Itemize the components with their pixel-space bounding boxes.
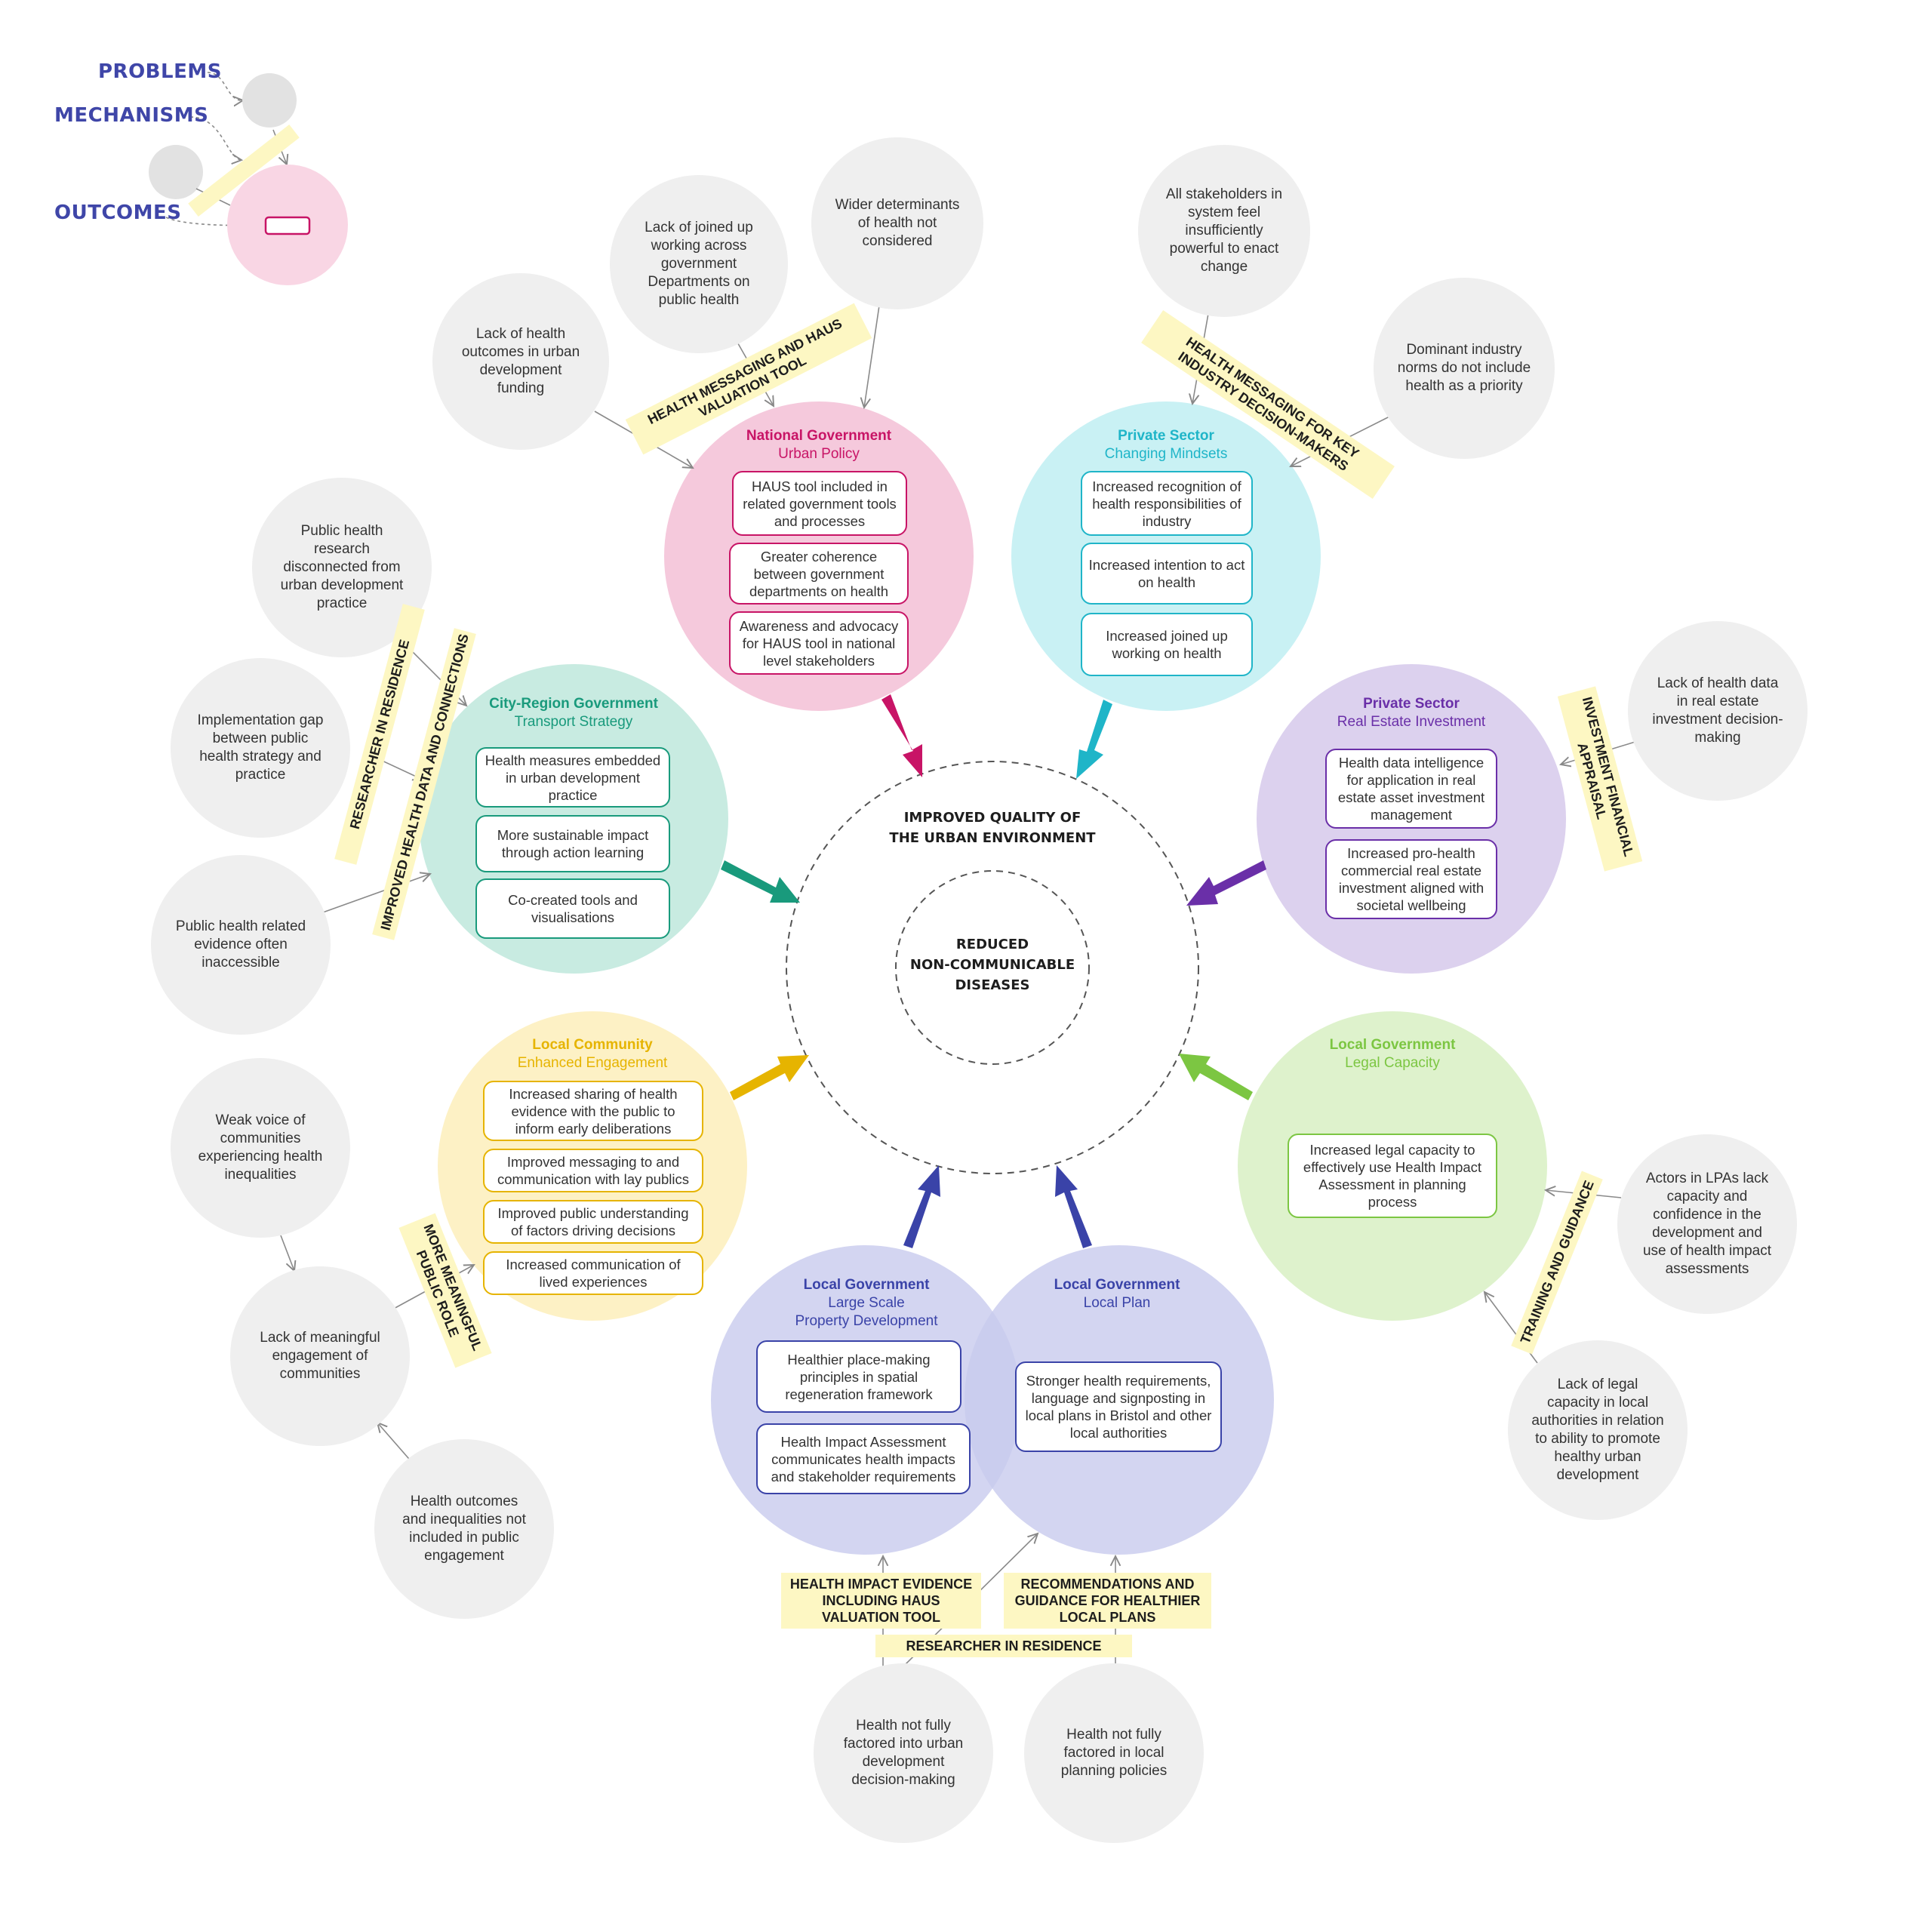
center-inner-line-3: DISEASES: [955, 977, 1030, 993]
center-outer-line-1: IMPROVED QUALITY OF: [903, 810, 1081, 826]
stakeholder-theme: Enhanced Engagement: [517, 1055, 668, 1071]
outcome-box: Increased pro-health commercial real est…: [1325, 839, 1497, 919]
outcome-box: Increased legal capacity to effectively …: [1288, 1134, 1497, 1218]
outcome-box: Increased intention to act on health: [1081, 543, 1253, 605]
center-inner-line-2: NON-COMMUNICABLE: [909, 957, 1075, 973]
arrow-private-mind: [1076, 700, 1112, 779]
stakeholder-name: Local Community: [532, 1037, 653, 1053]
center-outer-title: IMPROVED QUALITY OF THE URBAN ENVIRONMEN…: [841, 808, 1143, 848]
problem-circle: Lack of health data in real estate inves…: [1628, 621, 1808, 801]
outcome-box: HAUS tool included in related government…: [732, 471, 907, 536]
problem-circle: Actors in LPAs lack capacity and confide…: [1617, 1134, 1797, 1314]
stakeholder-title-private-mind: Private Sector Changing Mindsets: [1030, 427, 1302, 463]
problem-circle: Wider determinants of health not conside…: [811, 137, 983, 309]
stakeholder-title-community: Local Community Enhanced Engagement: [457, 1036, 728, 1072]
stakeholder-name: Local Government: [1054, 1277, 1180, 1293]
problem-circle: Lack of meaningful engagement of communi…: [230, 1266, 410, 1446]
arrow-community: [730, 1055, 809, 1100]
mechanism-label: HEALTH IMPACT EVIDENCE INCLUDING HAUS VA…: [781, 1573, 981, 1629]
outcome-box: Stronger health requirements, language a…: [1015, 1361, 1222, 1452]
outcome-box: Health measures embedded in urban develo…: [475, 747, 670, 808]
stakeholder-name: Local Government: [1329, 1037, 1456, 1053]
arrow-private-re: [1186, 860, 1266, 906]
outcome-box: Healthier place-making principles in spa…: [756, 1340, 961, 1413]
problem-circle: Lack of health outcomes in urban develop…: [432, 273, 609, 450]
stakeholder-title-natgov: National Government Urban Policy: [683, 427, 955, 463]
problem-circle: Weak voice of communities experiencing h…: [171, 1058, 350, 1238]
problem-circle: Public health related evidence often ina…: [151, 855, 331, 1035]
stakeholder-title-localgov-plan: Local Government Local Plan: [981, 1276, 1253, 1312]
legend-problem-circle-2: [149, 145, 203, 199]
outcome-box: Increased joined up working on health: [1081, 613, 1253, 676]
problem-circle: Public health research disconnected from…: [252, 478, 432, 657]
legend-mechanism-bar: [188, 125, 300, 217]
stakeholder-title-private-re: Private Sector Real Estate Investment: [1275, 695, 1547, 731]
center-inner-line-1: REDUCED: [955, 937, 1029, 952]
outcome-box: Increased communication of lived experie…: [483, 1251, 703, 1295]
mechanism-label: RECOMMENDATIONS AND GUIDANCE FOR HEALTHI…: [1004, 1573, 1211, 1629]
problem-circle: Implementation gap between public health…: [171, 658, 350, 838]
stakeholder-theme: Legal Capacity: [1345, 1055, 1440, 1071]
stakeholder-theme: Changing Mindsets: [1104, 446, 1228, 462]
mechanism-label: RESEARCHER IN RESIDENCE: [875, 1635, 1132, 1657]
stakeholder-title-localgov-prop: Local Government Large Scale Property De…: [731, 1276, 1002, 1331]
legend-mechanisms-label: MECHANISMS: [54, 104, 209, 127]
outcome-box: Greater coherence between government dep…: [729, 543, 909, 605]
outcome-box: Improved public understanding of factors…: [483, 1200, 703, 1244]
stakeholder-name: Private Sector: [1118, 428, 1214, 444]
inner-outcome-circle: [895, 870, 1090, 1065]
stakeholder-theme: Large Scale: [828, 1295, 905, 1311]
outcome-box: Co-created tools and visualisations: [475, 878, 670, 939]
outcome-box: Awareness and advocacy for HAUS tool in …: [729, 611, 909, 675]
stakeholder-theme-2: Property Development: [795, 1313, 938, 1329]
outer-outcome-circle: [786, 761, 1199, 1174]
stakeholder-theme: Urban Policy: [778, 446, 860, 462]
problem-circle: Dominant industry norms do not include h…: [1374, 278, 1555, 459]
legend-outcome-box: [264, 216, 311, 235]
stakeholder-name: National Government: [746, 428, 892, 444]
problem-circle: Lack of legal capacity in local authorit…: [1508, 1340, 1688, 1520]
problem-circle: Health not fully factored into urban dev…: [814, 1663, 993, 1843]
outcome-box: Improved messaging to and communication …: [483, 1149, 703, 1192]
stakeholder-name: Local Government: [803, 1277, 930, 1293]
stakeholder-theme: Real Estate Investment: [1337, 714, 1486, 730]
stakeholder-theme: Local Plan: [1083, 1295, 1151, 1311]
stakeholder-name: Private Sector: [1363, 696, 1460, 712]
outcome-box: More sustainable impact through action l…: [475, 815, 670, 872]
stakeholder-theme: Transport Strategy: [514, 714, 633, 730]
center-outer-line-2: THE URBAN ENVIRONMENT: [889, 830, 1096, 846]
problem-circle: Lack of joined up working across governm…: [610, 175, 788, 353]
stakeholder-title-localgov-legal: Local Government Legal Capacity: [1257, 1036, 1528, 1072]
outcome-box: Health data intelligence for application…: [1325, 749, 1497, 829]
stakeholder-title-cityregion: City-Region Government Transport Strateg…: [438, 695, 709, 731]
arrow-localgov-plan: [1055, 1165, 1092, 1248]
problem-circle: Health outcomes and inequalities not inc…: [374, 1439, 554, 1619]
legend-problems-label: PROBLEMS: [98, 60, 222, 83]
arrow-natgov: [881, 694, 922, 777]
legend-problem-circle: [242, 73, 297, 128]
arrow-cityregion: [721, 860, 800, 903]
stakeholder-name: City-Region Government: [489, 696, 658, 712]
legend-outcomes-label: OUTCOMES: [54, 202, 182, 224]
problem-circle: Health not fully factored in local plann…: [1024, 1663, 1204, 1843]
problem-circle: All stakeholders in system feel insuffic…: [1138, 145, 1310, 317]
outcome-box: Increased recognition of health responsi…: [1081, 471, 1253, 536]
center-inner-title: REDUCED NON-COMMUNICABLE DISEASES: [879, 934, 1106, 995]
outcome-box: Health Impact Assessment communicates he…: [756, 1423, 971, 1494]
arrow-localgov-prop: [903, 1165, 940, 1248]
outcome-box: Increased sharing of health evidence wit…: [483, 1081, 703, 1141]
arrow-localgov-legal: [1179, 1054, 1253, 1100]
